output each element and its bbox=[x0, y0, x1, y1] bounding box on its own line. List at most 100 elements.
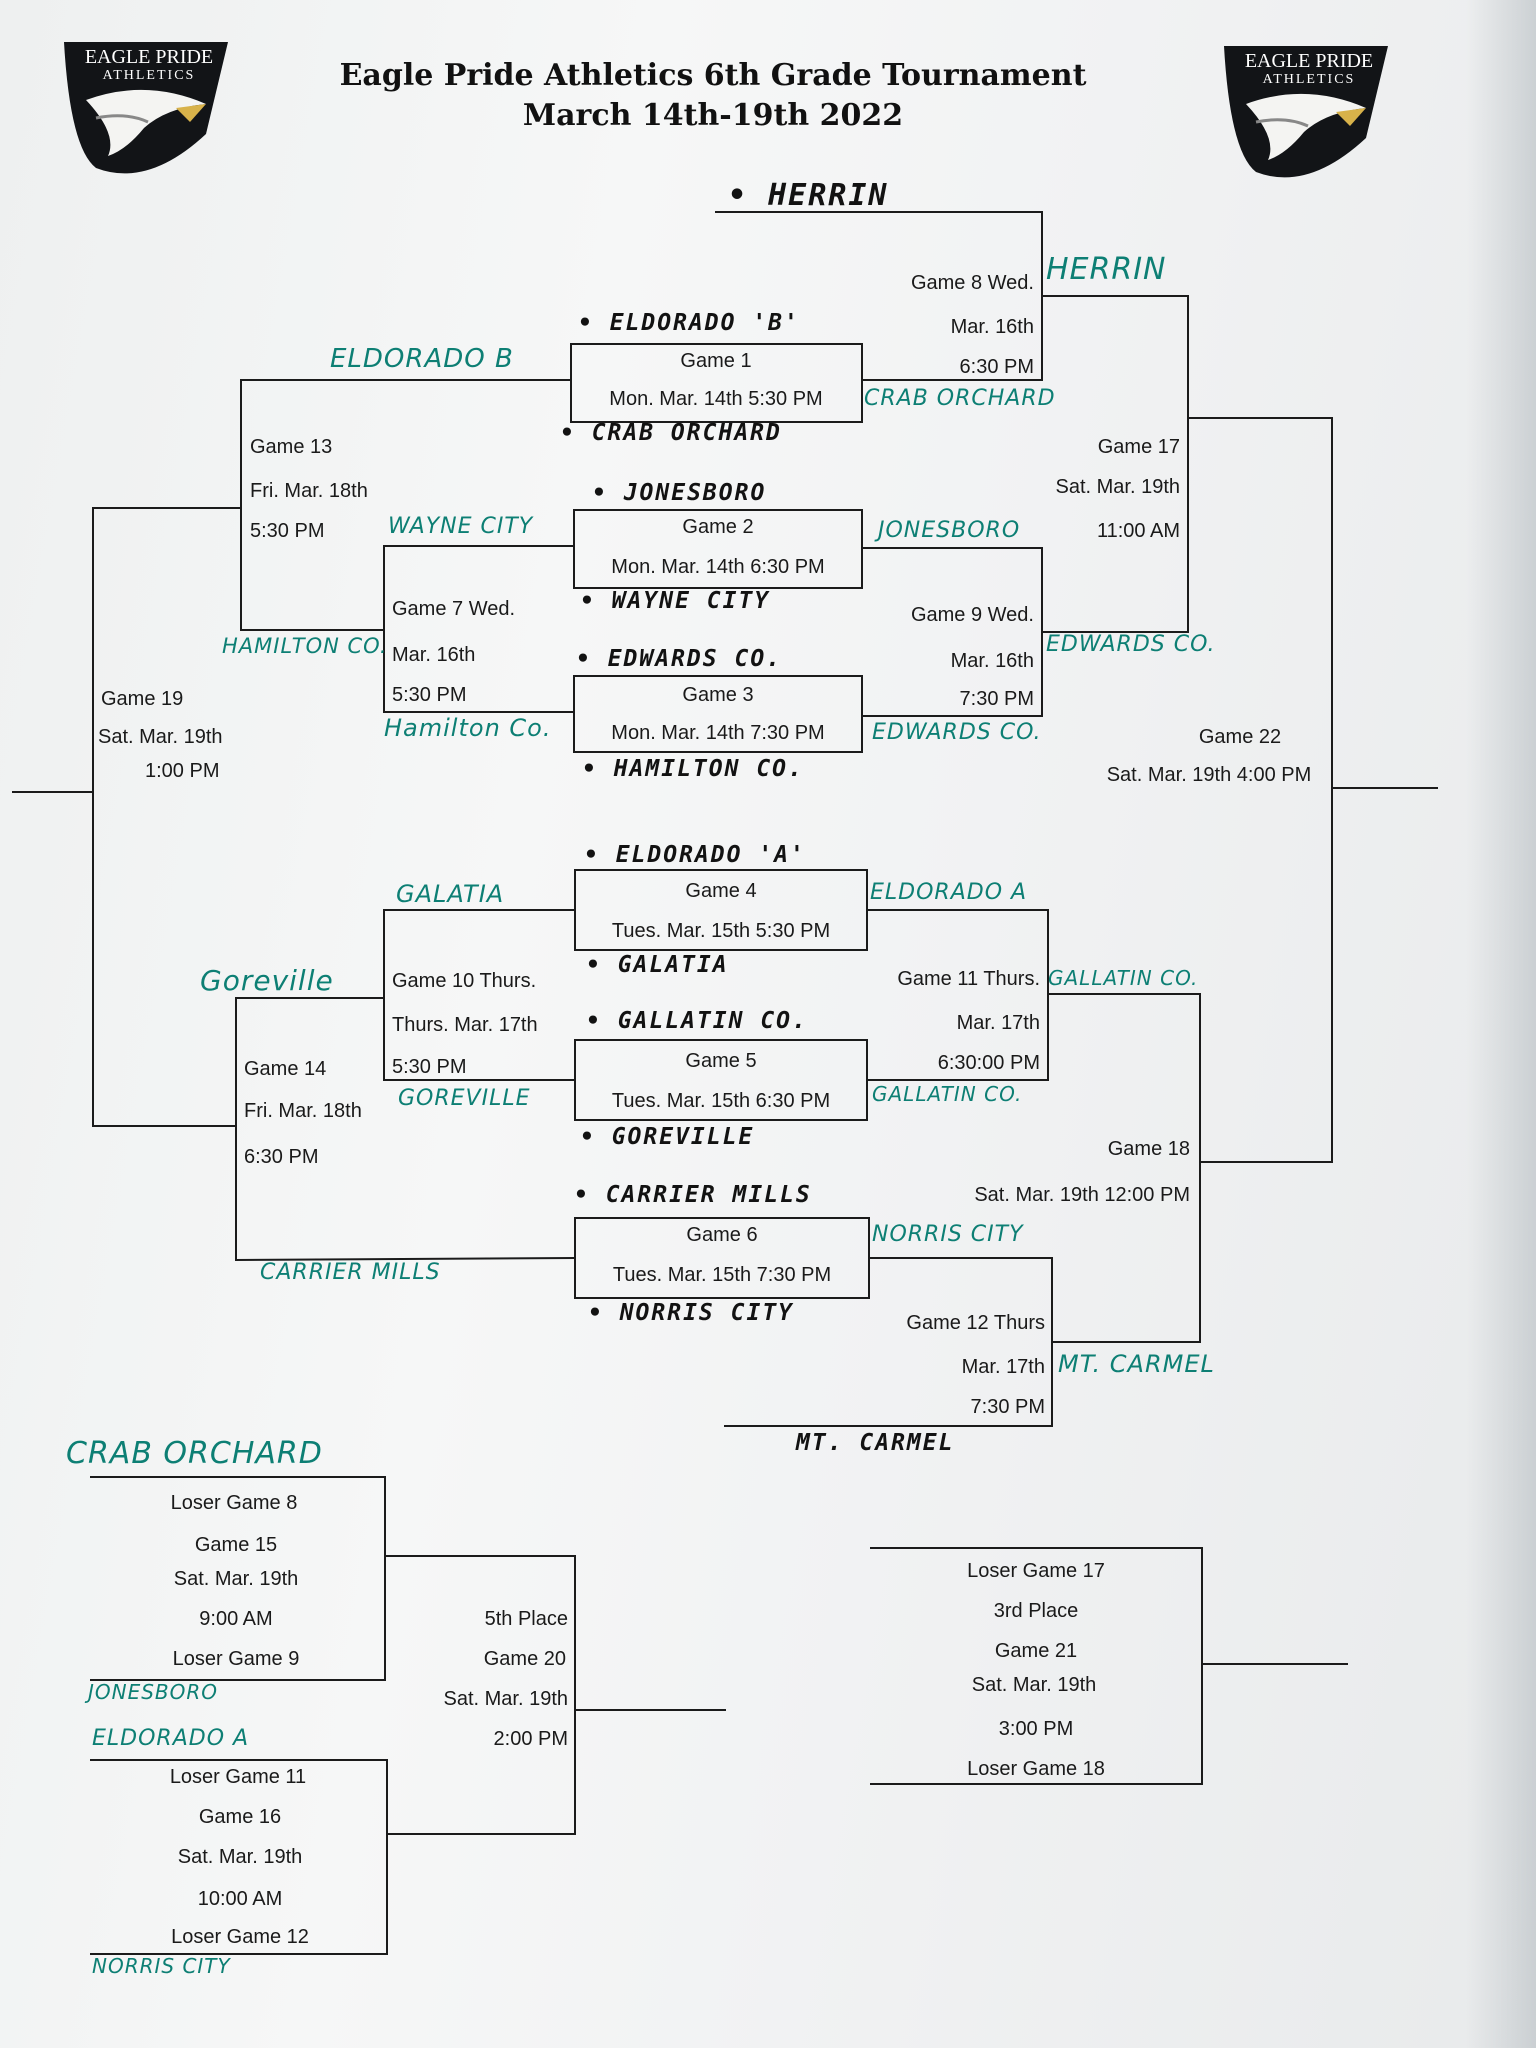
game-14-line bbox=[235, 997, 576, 1262]
winner-game-12: MT. CARMEL bbox=[1058, 1350, 1215, 1378]
seed-eldorado-a: • ELDORADO 'A' bbox=[584, 842, 806, 868]
seed-herrin: • HERRIN bbox=[728, 178, 889, 213]
seed-goreville: • GOREVILLE bbox=[580, 1124, 755, 1150]
game-3-label: Game 3 bbox=[682, 684, 754, 706]
seed-mt-carmel: MT. CARMEL bbox=[796, 1430, 955, 1456]
game-16-time: 10:00 AM bbox=[197, 1888, 283, 1910]
game-5-time: Tues. Mar. 15th 6:30 PM bbox=[611, 1090, 831, 1112]
game-4-label: Game 4 bbox=[685, 880, 757, 902]
game-8-time: 6:30 PM bbox=[959, 356, 1034, 378]
game-17-label: Game 17 bbox=[1097, 436, 1180, 458]
game-10-time: 5:30 PM bbox=[392, 1056, 467, 1078]
left-logo-text-1: EAGLE PRIDE bbox=[84, 46, 214, 68]
winner-game-4: ELDORADO A bbox=[870, 880, 1028, 905]
game-16-loser-bottom: Loser Game 12 bbox=[171, 1926, 309, 1948]
game-17-date: Sat. Mar. 19th bbox=[1055, 476, 1180, 498]
game-12-label: Game 12 Thurs bbox=[906, 1312, 1045, 1334]
game-11-label: Game 11 Thurs. bbox=[897, 968, 1040, 990]
page-title: Eagle Pride Athletics 6th Grade Tourname… bbox=[339, 58, 1087, 93]
winner-game-11-right: GALLATIN CO. bbox=[1048, 966, 1199, 990]
seed-gallatin-co: • GALLATIN CO. bbox=[586, 1008, 808, 1034]
game-15-date: Sat. Mar. 19th bbox=[173, 1568, 299, 1590]
game-1-label: Game 1 bbox=[680, 350, 752, 372]
winner-game-14-top: Goreville bbox=[200, 964, 334, 997]
game-13-line bbox=[240, 379, 571, 631]
winner-game-7-bottom: Hamilton Co. bbox=[384, 714, 552, 742]
game-1-time: Mon. Mar. 14th 5:30 PM bbox=[609, 388, 823, 410]
right-logo: EAGLE PRIDE ATHLETICS bbox=[1216, 42, 1396, 182]
game-19-time: 1:00 PM bbox=[145, 760, 220, 782]
game-5-label: Game 5 bbox=[685, 1050, 757, 1072]
winner-game-3: EDWARDS CO. bbox=[872, 720, 1042, 745]
game-15-loser-top: Loser Game 8 bbox=[170, 1492, 298, 1514]
winner-game-13-bottom: HAMILTON CO. bbox=[222, 634, 388, 658]
page-subtitle: March 14th-19th 2022 bbox=[522, 98, 904, 133]
left-logo: EAGLE PRIDE ATHLETICS bbox=[56, 38, 236, 178]
right-logo-text-2: ATHLETICS bbox=[1262, 72, 1356, 87]
seed-crab-orchard: • CRAB ORCHARD bbox=[560, 420, 782, 446]
winner-game-1: CRAB ORCHARD bbox=[864, 386, 1056, 411]
game-18-time: Sat. Mar. 19th 12:00 PM bbox=[974, 1184, 1190, 1206]
seed-carrier-mills: • CARRIER MILLS bbox=[574, 1182, 812, 1208]
game-9-time: 7:30 PM bbox=[959, 688, 1034, 710]
game-13-label: Game 13 bbox=[250, 436, 333, 458]
consolation-game-16-bottom: NORRIS CITY bbox=[92, 1954, 231, 1978]
game-2-label: Game 2 bbox=[682, 516, 754, 538]
game-6-time: Tues. Mar. 15th 7:30 PM bbox=[612, 1264, 832, 1286]
game-20-label: Game 20 bbox=[483, 1648, 566, 1670]
seed-jonesboro: • JONESBORO bbox=[592, 480, 767, 506]
game-22-time: Sat. Mar. 19th 4:00 PM bbox=[1106, 764, 1312, 786]
game-18-line bbox=[1048, 993, 1201, 1343]
game-10-label: Game 10 Thurs. bbox=[392, 970, 537, 992]
winner-game-2: JONESBORO bbox=[878, 518, 1021, 543]
game-19-date: Sat. Mar. 19th bbox=[98, 726, 223, 748]
game-20-date: Sat. Mar. 19th bbox=[443, 1688, 568, 1710]
game-9-label: Game 9 Wed. bbox=[910, 604, 1034, 626]
game-20-time: 2:00 PM bbox=[493, 1728, 568, 1750]
game-21-loser-bottom: Loser Game 18 bbox=[967, 1758, 1105, 1780]
game-21-line bbox=[870, 1547, 1203, 1785]
seed-hamilton-co: • HAMILTON CO. bbox=[582, 756, 804, 782]
game-19-label: Game 19 bbox=[101, 688, 184, 710]
game-21-loser-top: Loser Game 17 bbox=[967, 1560, 1105, 1582]
game-15-line bbox=[90, 1476, 386, 1681]
seed-eldorado-b: • ELDORADO 'B' bbox=[578, 310, 800, 336]
seed-wayne-city: • WAYNE CITY bbox=[580, 588, 771, 614]
game-15-loser-bottom: Loser Game 9 bbox=[172, 1648, 300, 1670]
game-8-line bbox=[715, 211, 1043, 381]
game-21-time: 3:00 PM bbox=[998, 1718, 1074, 1740]
game-14-time: 6:30 PM bbox=[244, 1146, 319, 1168]
game-17-line bbox=[1042, 295, 1189, 633]
game-17-time: 11:00 AM bbox=[1096, 520, 1180, 542]
seed-edwards-co: • EDWARDS CO. bbox=[576, 646, 783, 672]
left-logo-text-2: ATHLETICS bbox=[102, 68, 196, 83]
consolation-game-15-top: CRAB ORCHARD bbox=[66, 1436, 323, 1471]
winner-game-10-top: GALATIA bbox=[396, 880, 505, 908]
game-20-line bbox=[385, 1555, 576, 1835]
game-11-time: 6:30:00 PM bbox=[937, 1052, 1040, 1074]
game-21-label: Game 21 bbox=[994, 1640, 1078, 1662]
winner-game-8: HERRIN bbox=[1046, 252, 1167, 287]
game-15-label: Game 15 bbox=[194, 1534, 278, 1556]
game-11-date: Mar. 17th bbox=[956, 1012, 1040, 1034]
game-22-label: Game 22 bbox=[1198, 726, 1282, 748]
game-2-time: Mon. Mar. 14th 6:30 PM bbox=[611, 556, 825, 578]
game-16-line bbox=[90, 1759, 388, 1955]
consolation-game-16-top: ELDORADO A bbox=[92, 1726, 250, 1751]
game-7-time: 5:30 PM bbox=[392, 684, 467, 706]
game-22-line bbox=[1188, 417, 1333, 1163]
game-8-date: Mar. 16th bbox=[950, 316, 1034, 338]
game-20-place: 5th Place bbox=[484, 1608, 568, 1630]
game-13-time: 5:30 PM bbox=[250, 520, 325, 542]
game-16-date: Sat. Mar. 19th bbox=[177, 1846, 303, 1868]
game-12-date: Mar. 17th bbox=[961, 1356, 1045, 1378]
game-15-time: 9:00 AM bbox=[199, 1608, 273, 1630]
game-1-box bbox=[570, 343, 863, 423]
game-6-label: Game 6 bbox=[686, 1224, 758, 1246]
game-10-line bbox=[383, 909, 575, 1081]
game-10-date: Thurs. Mar. 17th bbox=[392, 1014, 538, 1036]
game-7-date: Mar. 16th bbox=[392, 644, 476, 666]
game-16-label: Game 16 bbox=[198, 1806, 282, 1828]
